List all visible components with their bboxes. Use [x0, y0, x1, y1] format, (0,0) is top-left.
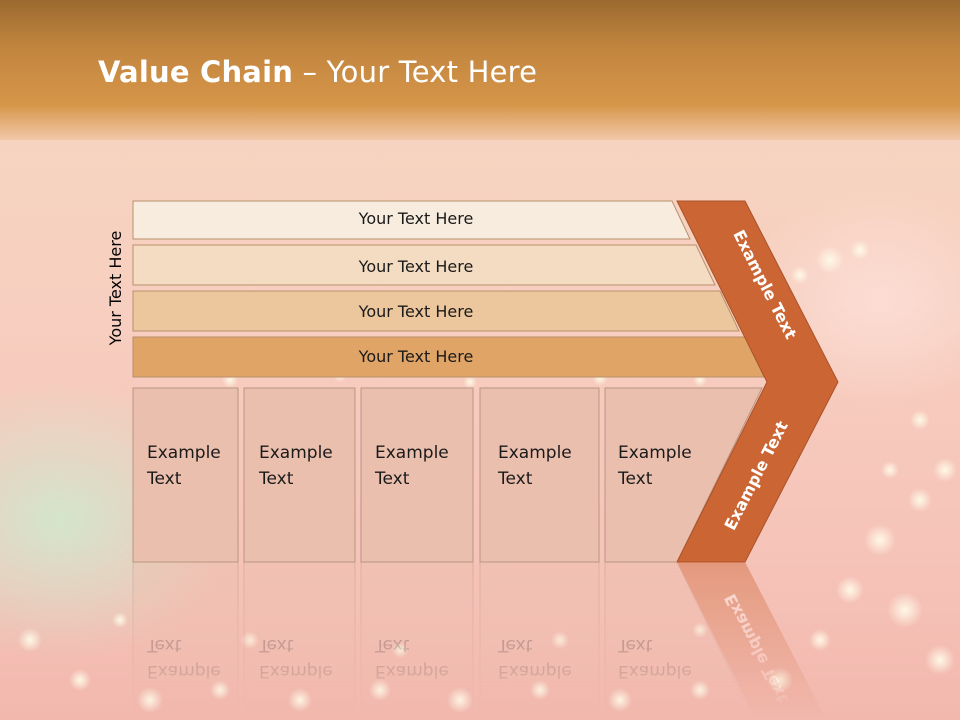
column-box-3-line2: Text: [374, 469, 410, 489]
reflection-column-3-line2: Text: [374, 635, 410, 655]
column-box-5-line2: Text: [617, 469, 653, 489]
row-band-1: Your Text Here: [132, 200, 691, 240]
row-band-4-label: Your Text Here: [358, 347, 474, 366]
title-rest-part: Your Text Here: [326, 55, 538, 89]
reflection-column-1-line2: Text: [146, 635, 182, 655]
header-band: [0, 0, 960, 140]
column-box-4: Example Text: [479, 387, 600, 563]
column-box-2-line1: Example: [259, 443, 333, 463]
row-band-2-label: Your Text Here: [358, 257, 474, 276]
reflection-column-2-line1: Example: [259, 661, 333, 681]
row-band-2: Your Text Here: [132, 244, 716, 286]
row-band-2-shape: [132, 244, 716, 286]
row-band-3-shape: [132, 290, 740, 332]
column-box-1-line1: Example: [147, 443, 221, 463]
reflection-column-3-line1: Example: [375, 661, 449, 681]
column-box-3-shape: [360, 387, 474, 563]
column-box-2-line2: Text: [258, 469, 294, 489]
diagram-reflection: Example Text Example Text Example Text E…: [132, 561, 827, 720]
row-band-3: Your Text Here: [132, 290, 740, 332]
slide-title: Value Chain – Your Text Here: [98, 55, 537, 89]
row-band-1-shape: [132, 200, 691, 240]
column-box-1: Example Text: [132, 387, 239, 563]
title-bold-part: Value Chain: [98, 55, 294, 89]
column-box-4-line2: Text: [497, 469, 533, 489]
side-label: Your Text Here: [106, 231, 125, 347]
reflection-column-1-line1: Example: [147, 661, 221, 681]
column-box-4-shape: [479, 387, 600, 563]
column-box-3-line1: Example: [375, 443, 449, 463]
title-dash: –: [293, 55, 327, 89]
reflection-column-4-line1: Example: [498, 661, 572, 681]
column-box-1-shape: [132, 387, 239, 563]
row-band-1-label: Your Text Here: [358, 209, 474, 228]
reflection-column-4-line2: Text: [497, 635, 533, 655]
row-band-3-label: Your Text Here: [358, 302, 474, 321]
reflection-column-2-line2: Text: [258, 635, 294, 655]
column-box-4-line1: Example: [498, 443, 572, 463]
row-band-4: Your Text Here: [132, 336, 765, 378]
column-box-2: Example Text: [243, 387, 356, 563]
reflection-column-5-line1: Example: [618, 661, 692, 681]
column-box-1-line2: Text: [146, 469, 182, 489]
column-box-5-line1: Example: [618, 443, 692, 463]
reflection-column-5-line2: Text: [617, 635, 653, 655]
column-box-3: Example Text: [360, 387, 474, 563]
column-box-2-shape: [243, 387, 356, 563]
